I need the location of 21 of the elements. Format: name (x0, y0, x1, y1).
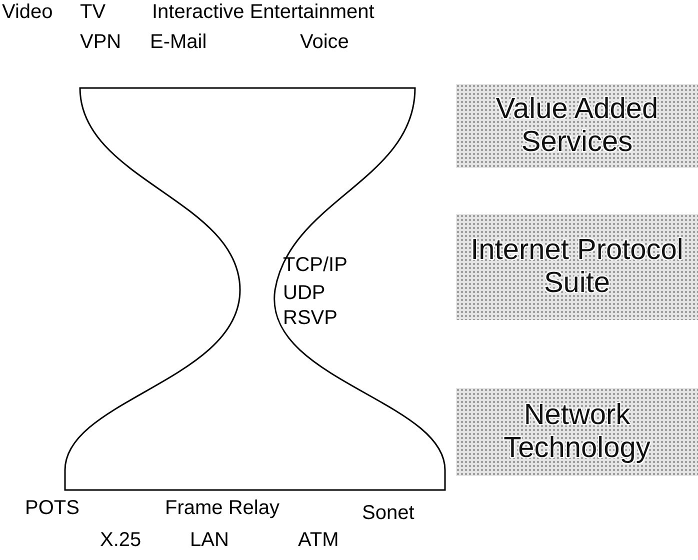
layer-title: Network Technology (502, 398, 652, 466)
service-label: ATM (298, 530, 339, 550)
service-label: E-Mail (150, 32, 207, 52)
service-label: VPN (80, 32, 122, 52)
layer-band (456, 388, 698, 476)
layer-title: Value Added Services (494, 92, 660, 160)
protocol-label: UDP (283, 283, 326, 303)
service-label: Voice (300, 32, 349, 52)
layer-title: Internet Protocol Suite (470, 234, 684, 300)
protocol-label: RSVP (283, 308, 338, 328)
service-label: TV (80, 2, 106, 22)
service-label: POTS (25, 498, 80, 518)
service-label: Interactive Entertainment (152, 2, 374, 22)
service-label: Sonet (362, 503, 414, 523)
service-label: X.25 (100, 530, 142, 550)
layer-band (456, 84, 698, 168)
protocol-label: TCP/IP (283, 255, 348, 275)
service-label: LAN (190, 530, 229, 550)
service-label: Video (2, 2, 53, 22)
layer-band (456, 214, 698, 320)
service-label: Frame Relay (165, 498, 280, 518)
